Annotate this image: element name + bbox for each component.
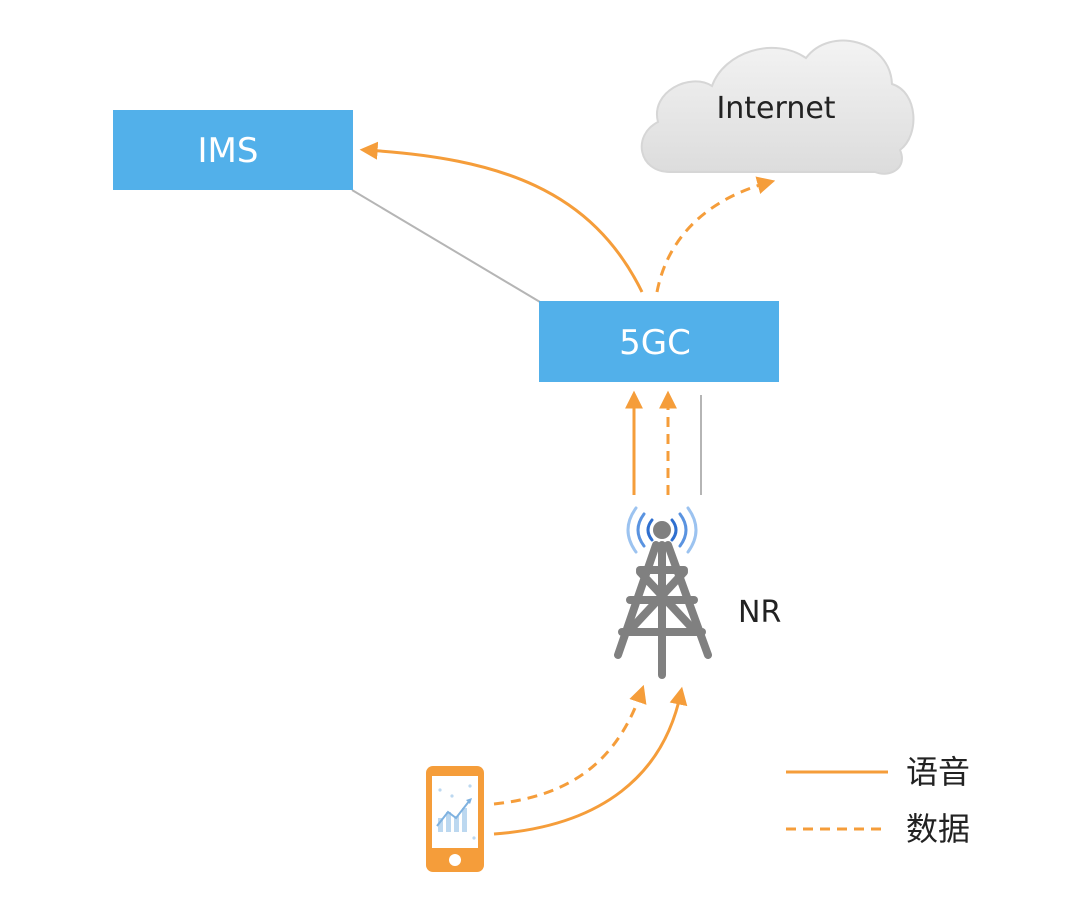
legend-item-data: 数据 (786, 810, 970, 848)
cloud-icon (640, 39, 915, 175)
signal-waves-icon (626, 506, 698, 554)
core-node: 5GC (539, 301, 779, 382)
legend: 语音 数据 (786, 753, 970, 848)
voice-arrow-core-to-ims (359, 141, 644, 293)
data-arrow-core-to-internet (655, 176, 776, 293)
legend-data-label: 数据 (906, 810, 970, 848)
cell-tower-icon (614, 506, 712, 679)
ims-box (113, 110, 353, 190)
internet-label: Internet (716, 91, 835, 126)
ims-node: IMS (113, 110, 353, 190)
legend-item-voice: 语音 (786, 753, 970, 791)
chart-screen-icon (436, 784, 476, 840)
nr-label: NR (738, 595, 781, 630)
voice-arrow-phone-to-nr (493, 686, 688, 836)
data-arrow-phone-to-nr (493, 684, 647, 806)
core-box (539, 301, 779, 382)
ims-core-connector (351, 189, 541, 303)
core-label: 5GC (619, 323, 691, 363)
legend-voice-label: 语音 (906, 753, 970, 791)
internet-node: Internet (640, 39, 915, 175)
ims-label: IMS (198, 131, 259, 171)
smartphone-icon (426, 766, 484, 872)
